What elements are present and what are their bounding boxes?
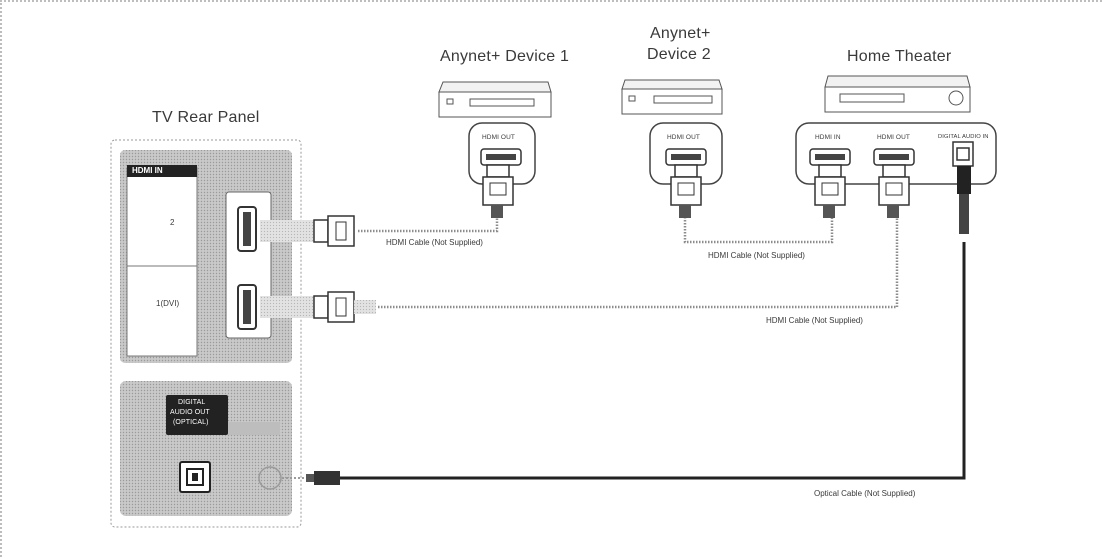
optical-cable-label: Optical Cable (Not Supplied) [814,489,916,498]
anynet-device-1-label: Anynet+ Device 1 [440,48,570,65]
tv-hdmi-socket-2 [237,206,257,252]
hdmi-plug-home-theater-in [814,164,846,218]
anynet-device-2-graphic [621,79,723,115]
home-theater-ports-callout [795,122,997,185]
hdmi-plug-home-theater-out [878,164,910,218]
optical-plug-tv [306,471,340,485]
tv-optical-label: (OPTICAL) [173,419,209,426]
anynet-device-2-label-line1: Anynet+ [650,25,711,42]
tv-audio-out-label: AUDIO OUT [170,409,210,416]
hdmi-plug-tv-1 [260,291,376,323]
tv-optical-section [120,381,292,516]
hdmi-cable-label-home-theater: HDMI Cable (Not Supplied) [766,316,863,325]
tv-rear-panel-title: TV Rear Panel [152,109,260,126]
home-theater-label: Home Theater [847,48,952,65]
home-theater-digital-audio-in-label: DIGITAL AUDIO IN [938,134,989,140]
tv-port2-label-box [126,167,198,267]
anynet-device-2-label-line2: Device 2 [647,46,711,63]
optical-cable [337,242,966,480]
tv-hdmi-in-header [127,165,197,177]
tv-digital-label: DIGITAL [178,399,206,406]
tv-port2-label: 2 [170,218,175,227]
tv-panel-outline [110,139,302,528]
tv-hdmi-socket-1 [237,284,257,330]
tv-hdmi-in-label: HDMI IN [132,166,163,175]
hdmi-cables [358,217,899,309]
hdmi-cable-label-device2: HDMI Cable (Not Supplied) [708,251,805,260]
tv-optical-label-box [166,395,228,435]
tv-optical-tab [228,422,280,435]
home-theater-hdmi-out-label: HDMI OUT [877,134,910,141]
device2-hdmi-out-label: HDMI OUT [667,134,700,141]
optical-plug-home-theater [957,166,971,234]
device1-hdmi-out-label: HDMI OUT [482,134,515,141]
device2-hdmi-out-callout [649,122,723,185]
hdmi-plug-device2 [670,164,702,218]
hdmi-plug-device1 [482,164,514,218]
home-theater-graphic [824,75,971,113]
home-theater-hdmi-in-label: HDMI IN [815,134,841,141]
anynet-device-1-graphic [438,81,552,118]
tv-optical-socket [179,461,282,493]
hdmi-cable-label-device1: HDMI Cable (Not Supplied) [386,238,483,247]
tv-port1-label: 1(DVI) [156,299,180,308]
hdmi-plug-tv-2 [260,215,355,247]
tv-port1-label-box [126,265,198,357]
